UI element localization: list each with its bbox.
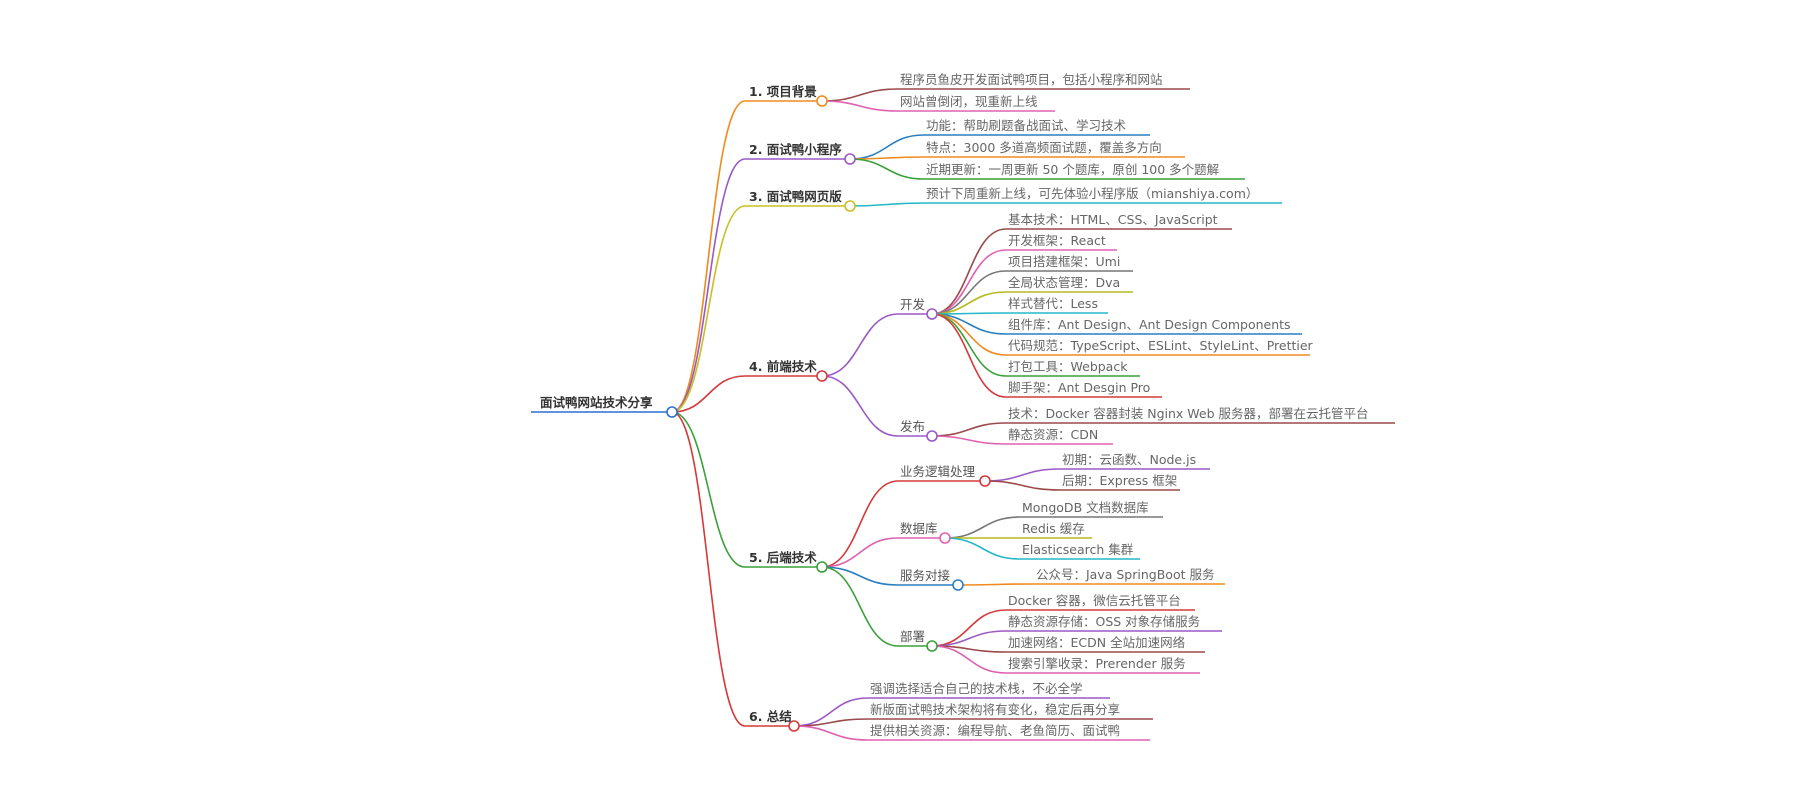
leaf-label: 后期：Express 框架 [1062,473,1177,488]
topic-4-sub-connector-1 [821,313,899,377]
mind-map-nodes: 面试鸭网站技术分享 1. 项目背景 程序员鱼皮开发面试鸭项目，包括小程序和网站网站曾… [540,72,1369,738]
topic-5-sub-node-circle-4[interactable] [926,640,938,652]
leaf-connector [931,313,1007,356]
subtopic-label: 发布 [900,419,925,434]
topic-5-sub-connector-4 [821,566,899,647]
leaf-label: MongoDB 文档数据库 [1022,500,1149,515]
summary-leaf-connector-3 [793,725,869,741]
subtopic-label: 开发 [900,297,926,312]
leaf-label: 项目搭建框架：Umi [1008,254,1120,269]
leaf-connector [957,583,1035,586]
leaf-connector [944,537,1021,560]
leaf-connector [931,609,1007,647]
topic-node-circle-1[interactable] [816,95,828,107]
leaf-connector [984,468,1061,482]
leaf-label: 功能：帮助刷题备战面试、学习技术 [926,118,1127,133]
leaf-connector [931,435,1007,445]
leaf-label: 静态资源：CDN [1008,427,1098,442]
leaf-connector [944,516,1021,539]
leaf-label: 开发框架：React [1008,233,1106,248]
topic-label-1: 1. 项目背景 [749,84,817,99]
leaf-connector [931,645,1007,674]
topic-2-leaf-connector-3 [849,158,925,180]
topic-label-2: 2. 面试鸭小程序 [749,142,842,157]
topic-5-sub-node-circle-1[interactable] [979,475,991,487]
topic-connector-2 [671,158,746,413]
leaf-connector [931,630,1007,647]
topic-2-leaf-connector-1 [849,134,925,160]
topic-5-sub-connector-3 [821,566,899,586]
topic-label-4: 4. 前端技术 [749,359,817,374]
leaf-label: 近期更新：一周更新 50 个题库，原创 100 多个题解 [926,162,1219,177]
topic-connector-1 [671,100,746,413]
topic-4-sub-node-circle-1[interactable] [926,308,938,320]
topic-node-circle-4[interactable] [816,370,828,382]
leaf-label: 组件库：Ant Design、Ant Design Components [1008,317,1291,332]
leaf-label: Elasticsearch 集群 [1022,542,1134,557]
topic-node-circle-2[interactable] [844,153,856,165]
leaf-label: 搜索引擎收录：Prerender 服务 [1008,656,1186,671]
leaf-label: 初期：云函数、Node.js [1062,452,1196,467]
leaf-label: Redis 缓存 [1022,521,1085,536]
topic-5-sub-connector-1 [821,480,899,568]
topic-label-3: 3. 面试鸭网页版 [749,189,842,204]
topic-connector-3 [671,205,746,413]
leaf-label: 网站曾倒闭，现重新上线 [900,94,1038,109]
summary-leaf-connector-2 [793,718,869,727]
subtopic-label: 数据库 [900,521,938,536]
topic-connector-5 [671,411,746,568]
leaf-label: 提供相关资源：编程导航、老鱼简历、面试鸭 [870,723,1120,738]
leaf-label: 代码规范：TypeScript、ESLint、StyleLint、Prettie… [1008,338,1314,353]
leaf-label: 脚手架：Ant Desgin Pro [1008,380,1150,395]
topic-3-leaf-connector-1 [849,202,925,207]
topic-label-6: 6. 总结 [749,709,792,724]
leaf-label: 预计下周重新上线，可先体验小程序版（mianshiya.com） [926,186,1258,201]
subtopic-label: 服务对接 [900,568,951,583]
leaf-label: 全局状态管理：Dva [1008,275,1120,290]
topic-label-5: 5. 后端技术 [749,550,817,565]
topic-5-sub-node-circle-3[interactable] [952,579,964,591]
leaf-label: 新版面试鸭技术架构将有变化，稳定后再分享 [870,702,1120,717]
topic-1-leaf-connector-2 [821,100,899,112]
leaf-label: 静态资源存储：OSS 对象存储服务 [1008,614,1200,629]
leaf-label: 样式替代：Less [1008,296,1098,311]
leaf-connector [931,249,1007,315]
subtopic-label: 部署 [900,629,925,644]
root-node-circle[interactable] [666,406,678,418]
topic-5-sub-connector-2 [821,537,899,568]
topic-node-circle-5[interactable] [816,561,828,573]
leaf-connector [931,313,1007,398]
leaf-label: 技术：Docker 容器封装 Nginx Web 服务器，部署在云托管平台 [1008,406,1369,421]
leaf-connector [931,228,1007,315]
topic-1-leaf-connector-1 [821,88,899,102]
leaf-label: 程序员鱼皮开发面试鸭项目，包括小程序和网站 [900,72,1163,87]
leaf-label: 打包工具：Webpack [1008,359,1128,374]
leaf-label: 特点：3000 多道高频面试题，覆盖多方向 [926,140,1162,155]
topic-node-circle-3[interactable] [844,200,856,212]
topic-connector-4 [671,375,746,413]
leaf-connector [984,480,1061,491]
leaf-label: 公众号：Java SpringBoot 服务 [1036,567,1214,582]
topic-5-sub-node-circle-2[interactable] [939,532,951,544]
leaf-label: 加速网络：ECDN 全站加速网络 [1008,635,1186,650]
leaf-label: 基本技术：HTML、CSS、JavaScript [1008,212,1218,227]
topic-4-sub-node-circle-2[interactable] [926,430,938,442]
leaf-label: 强调选择适合自己的技术栈，不必全学 [870,681,1083,696]
root-topic-label: 面试鸭网站技术分享 [540,395,653,410]
topic-node-circle-6[interactable] [788,720,800,732]
leaf-connector [931,422,1007,437]
subtopic-label: 业务逻辑处理 [900,464,976,479]
topic-connector-6 [671,411,746,727]
topic-4-sub-connector-2 [821,375,899,437]
leaf-label: Docker 容器，微信云托管平台 [1008,593,1181,608]
